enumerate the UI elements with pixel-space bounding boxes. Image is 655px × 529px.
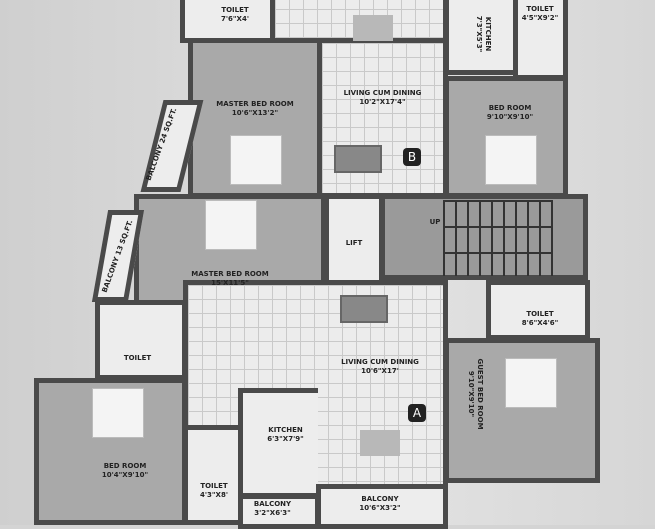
sofa-icon [340, 295, 388, 323]
room-name: LIFT [345, 239, 363, 247]
room-size: 10'4"X9'10" [101, 471, 149, 479]
room-name: TOILET [123, 354, 152, 362]
unit-marker-b: B [403, 148, 421, 166]
room-name: TOILET [200, 482, 228, 490]
room-size: 8'6"X4'6" [521, 319, 559, 327]
room-toilet-mid-left [95, 300, 187, 380]
room-size: 9'10"X9'10" [467, 370, 475, 418]
room-toilet-mid-right [486, 280, 590, 340]
room-size: 4'3"X8' [200, 491, 228, 499]
label-toilet-mid-left: TOILET [115, 354, 160, 363]
bed-icon [230, 135, 282, 185]
room-size: 4'5"X9'2" [521, 14, 559, 22]
bed-icon [92, 388, 144, 438]
room-name: BED ROOM [488, 104, 532, 112]
room-name: KITCHEN [484, 16, 492, 52]
label-stair-up: UP [420, 218, 450, 227]
room-size: 6'3"X7'9" [267, 435, 304, 443]
sofa-icon [334, 145, 382, 173]
bed-icon [505, 358, 557, 408]
room-name: LIVING CUM DINING [341, 358, 419, 366]
room-name: TOILET [526, 5, 554, 13]
room-size: 10'6"X17' [361, 367, 399, 375]
unit-marker-a: A [408, 404, 426, 422]
bed-icon [485, 135, 537, 185]
room-name: GUEST BED ROOM [476, 358, 484, 430]
room-kitchen-top [444, 0, 518, 75]
room-size: 10'6"X13'2" [231, 109, 279, 117]
room-name: UP [429, 218, 441, 226]
label-lift: LIFT [334, 239, 374, 248]
room-size: 10'6"X3'2" [359, 504, 401, 512]
bed-icon [205, 200, 257, 250]
dining-table-icon [353, 15, 393, 41]
stair-steps [443, 200, 553, 276]
room-name: LIVING CUM DINING [343, 89, 422, 97]
room-name: MASTER BED ROOM [191, 270, 269, 278]
room-size: 9'10"X9'10" [486, 113, 534, 121]
room-name: BALCONY [253, 500, 292, 508]
dining-table-icon [360, 430, 400, 456]
room-size: 10'2"X17'4" [359, 98, 406, 106]
room-name: TOILET [526, 310, 554, 318]
room-size: 15'X11'5" [211, 279, 249, 287]
room-toilet-bottom [183, 425, 243, 525]
room-name: BED ROOM [103, 462, 147, 470]
room-living-top [317, 38, 448, 198]
room-name: MASTER BED ROOM [216, 100, 294, 108]
room-name: KITCHEN [268, 426, 303, 434]
room-size: 3'2"X6'3" [254, 509, 291, 517]
room-name: TOILET [221, 6, 249, 14]
room-size: 7'6"X4' [221, 15, 249, 23]
room-name: BALCONY [361, 495, 399, 503]
room-size: 7'3"X5'3" [475, 15, 483, 53]
